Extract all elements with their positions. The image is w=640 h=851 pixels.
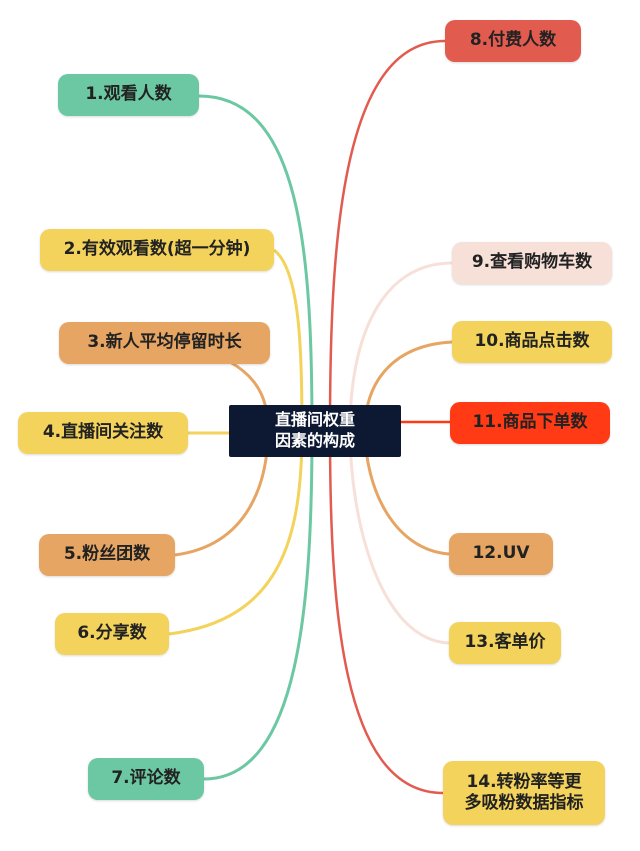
link-n7: [203, 429, 314, 781]
node-2-effective-views: 2.有效观看数(超一分钟): [40, 229, 274, 271]
link-n9: [348, 261, 453, 431]
node-6-share-count: 6.分享数: [55, 613, 169, 655]
node-9-cart-views: 9.查看购物车数: [452, 242, 612, 284]
link-n8: [328, 39, 446, 431]
node-11-product-orders: 11.商品下单数: [450, 402, 610, 444]
node-14-fan-conversion: 14.转粉率等更 多吸粉数据指标: [443, 761, 605, 825]
node-12-uv: 12.UV: [449, 533, 553, 575]
link-n1: [198, 94, 314, 431]
link-n13: [348, 429, 450, 645]
link-n2: [273, 248, 304, 431]
center-topic: 直播间权重 因素的构成: [229, 405, 401, 457]
node-13-avg-order-value: 13.客单价: [449, 622, 561, 664]
link-n14: [328, 429, 444, 795]
node-1-viewer-count: 1.观看人数: [58, 74, 199, 116]
node-5-fan-club-count: 5.粉丝团数: [39, 534, 175, 576]
node-10-product-clicks: 10.商品点击数: [452, 321, 612, 363]
link-n6: [168, 429, 304, 636]
node-7-comment-count: 7.评论数: [88, 758, 204, 800]
node-3-newcomer-stay-time: 3.新人平均停留时长: [59, 322, 270, 364]
node-8-paying-users: 8.付费人数: [445, 20, 581, 62]
node-4-follow-count: 4.直播间关注数: [18, 412, 188, 454]
